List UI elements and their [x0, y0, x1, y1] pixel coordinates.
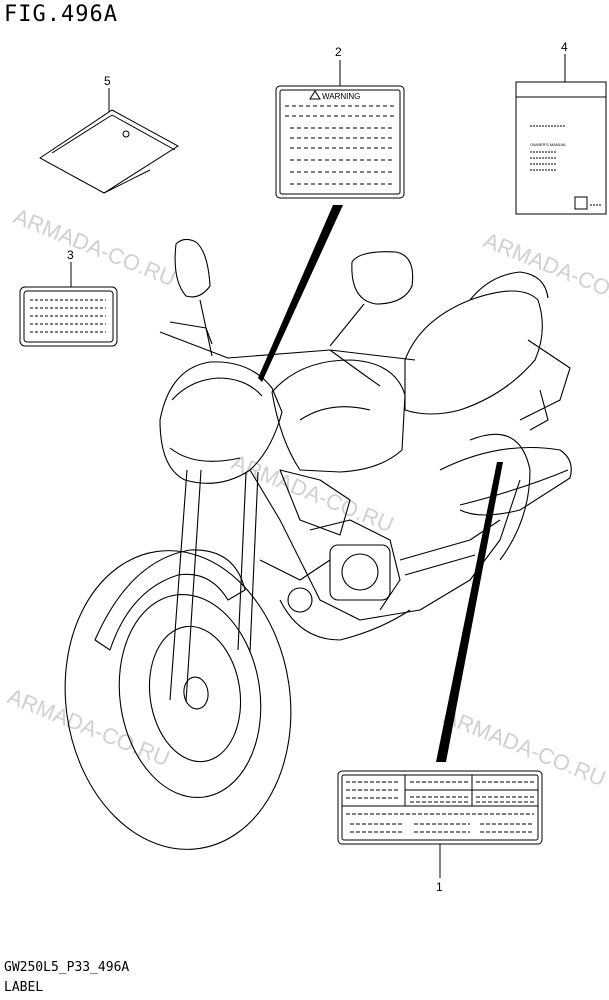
part-1-spec-label — [337, 770, 543, 878]
callout-3: 3 — [67, 248, 74, 262]
watermark-3: ARMADA-CO.RU — [228, 449, 397, 537]
figure-label: LABEL — [4, 980, 44, 995]
figure-title: FIG.496A — [4, 2, 118, 27]
watermark-1: ARMADA-CO.RU — [10, 203, 179, 291]
manual-title: OWNER'S MANUAL — [530, 142, 567, 147]
leader-wedge-1 — [436, 462, 503, 762]
callout-5: 5 — [104, 74, 111, 88]
warning-label-text: WARNING — [322, 92, 360, 101]
watermark-2: ARMADA-CO.RU — [480, 227, 609, 315]
leader-wedge-2 — [258, 205, 343, 382]
part-2-warning-label — [275, 60, 405, 199]
motorcycle-outline — [64, 238, 572, 850]
callout-2: 2 — [335, 45, 342, 59]
part-3-label — [19, 262, 118, 347]
callout-1: 1 — [436, 880, 443, 894]
part-4-manual — [515, 54, 607, 215]
callout-4: 4 — [561, 40, 568, 54]
part-5-sheet — [39, 88, 179, 194]
watermark-4: ARMADA-CO.RU — [4, 683, 173, 771]
figure-code: GW250L5_P33_496A — [4, 960, 130, 975]
